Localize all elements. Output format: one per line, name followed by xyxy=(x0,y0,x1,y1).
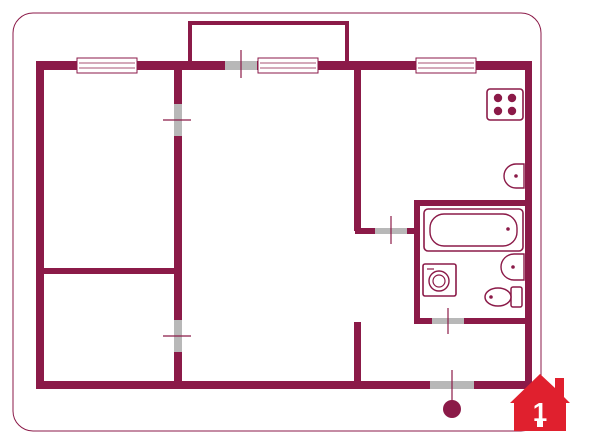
bathroom-top-wall xyxy=(414,200,529,206)
washing-machine-icon xyxy=(422,263,457,297)
door-bedroom xyxy=(163,104,191,136)
entrance-marker xyxy=(443,400,461,418)
washbasin-icon xyxy=(500,253,525,281)
balcony xyxy=(188,21,349,66)
window-bedroom xyxy=(76,57,138,74)
wall-bedroom-smallroom xyxy=(40,268,176,274)
door-balcony xyxy=(225,50,257,78)
wall-bedroom-living xyxy=(174,66,182,386)
bathtub-icon xyxy=(423,208,524,252)
bottom-wall xyxy=(36,381,532,389)
bathroom-left-wall xyxy=(414,200,420,324)
left-wall xyxy=(36,61,44,388)
toilet-icon xyxy=(484,286,523,308)
door-bathroom xyxy=(432,308,464,334)
right-wall xyxy=(525,61,532,389)
door-entrance xyxy=(430,370,474,402)
house-key-icon: 1 xyxy=(510,374,570,431)
plan-boundary xyxy=(12,12,542,432)
wall-living-hall xyxy=(354,322,361,386)
logo-number: 1 xyxy=(533,397,547,427)
window-living xyxy=(257,57,319,74)
kitchen-sink-icon xyxy=(503,163,525,189)
doors xyxy=(163,50,474,402)
stove-icon xyxy=(486,88,524,121)
windows xyxy=(76,57,477,74)
bathroom-bottom-wall xyxy=(414,318,529,324)
window-kitchen xyxy=(415,57,477,74)
door-small-room xyxy=(163,320,191,352)
wall-living-kitchen-upper xyxy=(354,66,361,231)
door-kitchen xyxy=(375,216,407,244)
